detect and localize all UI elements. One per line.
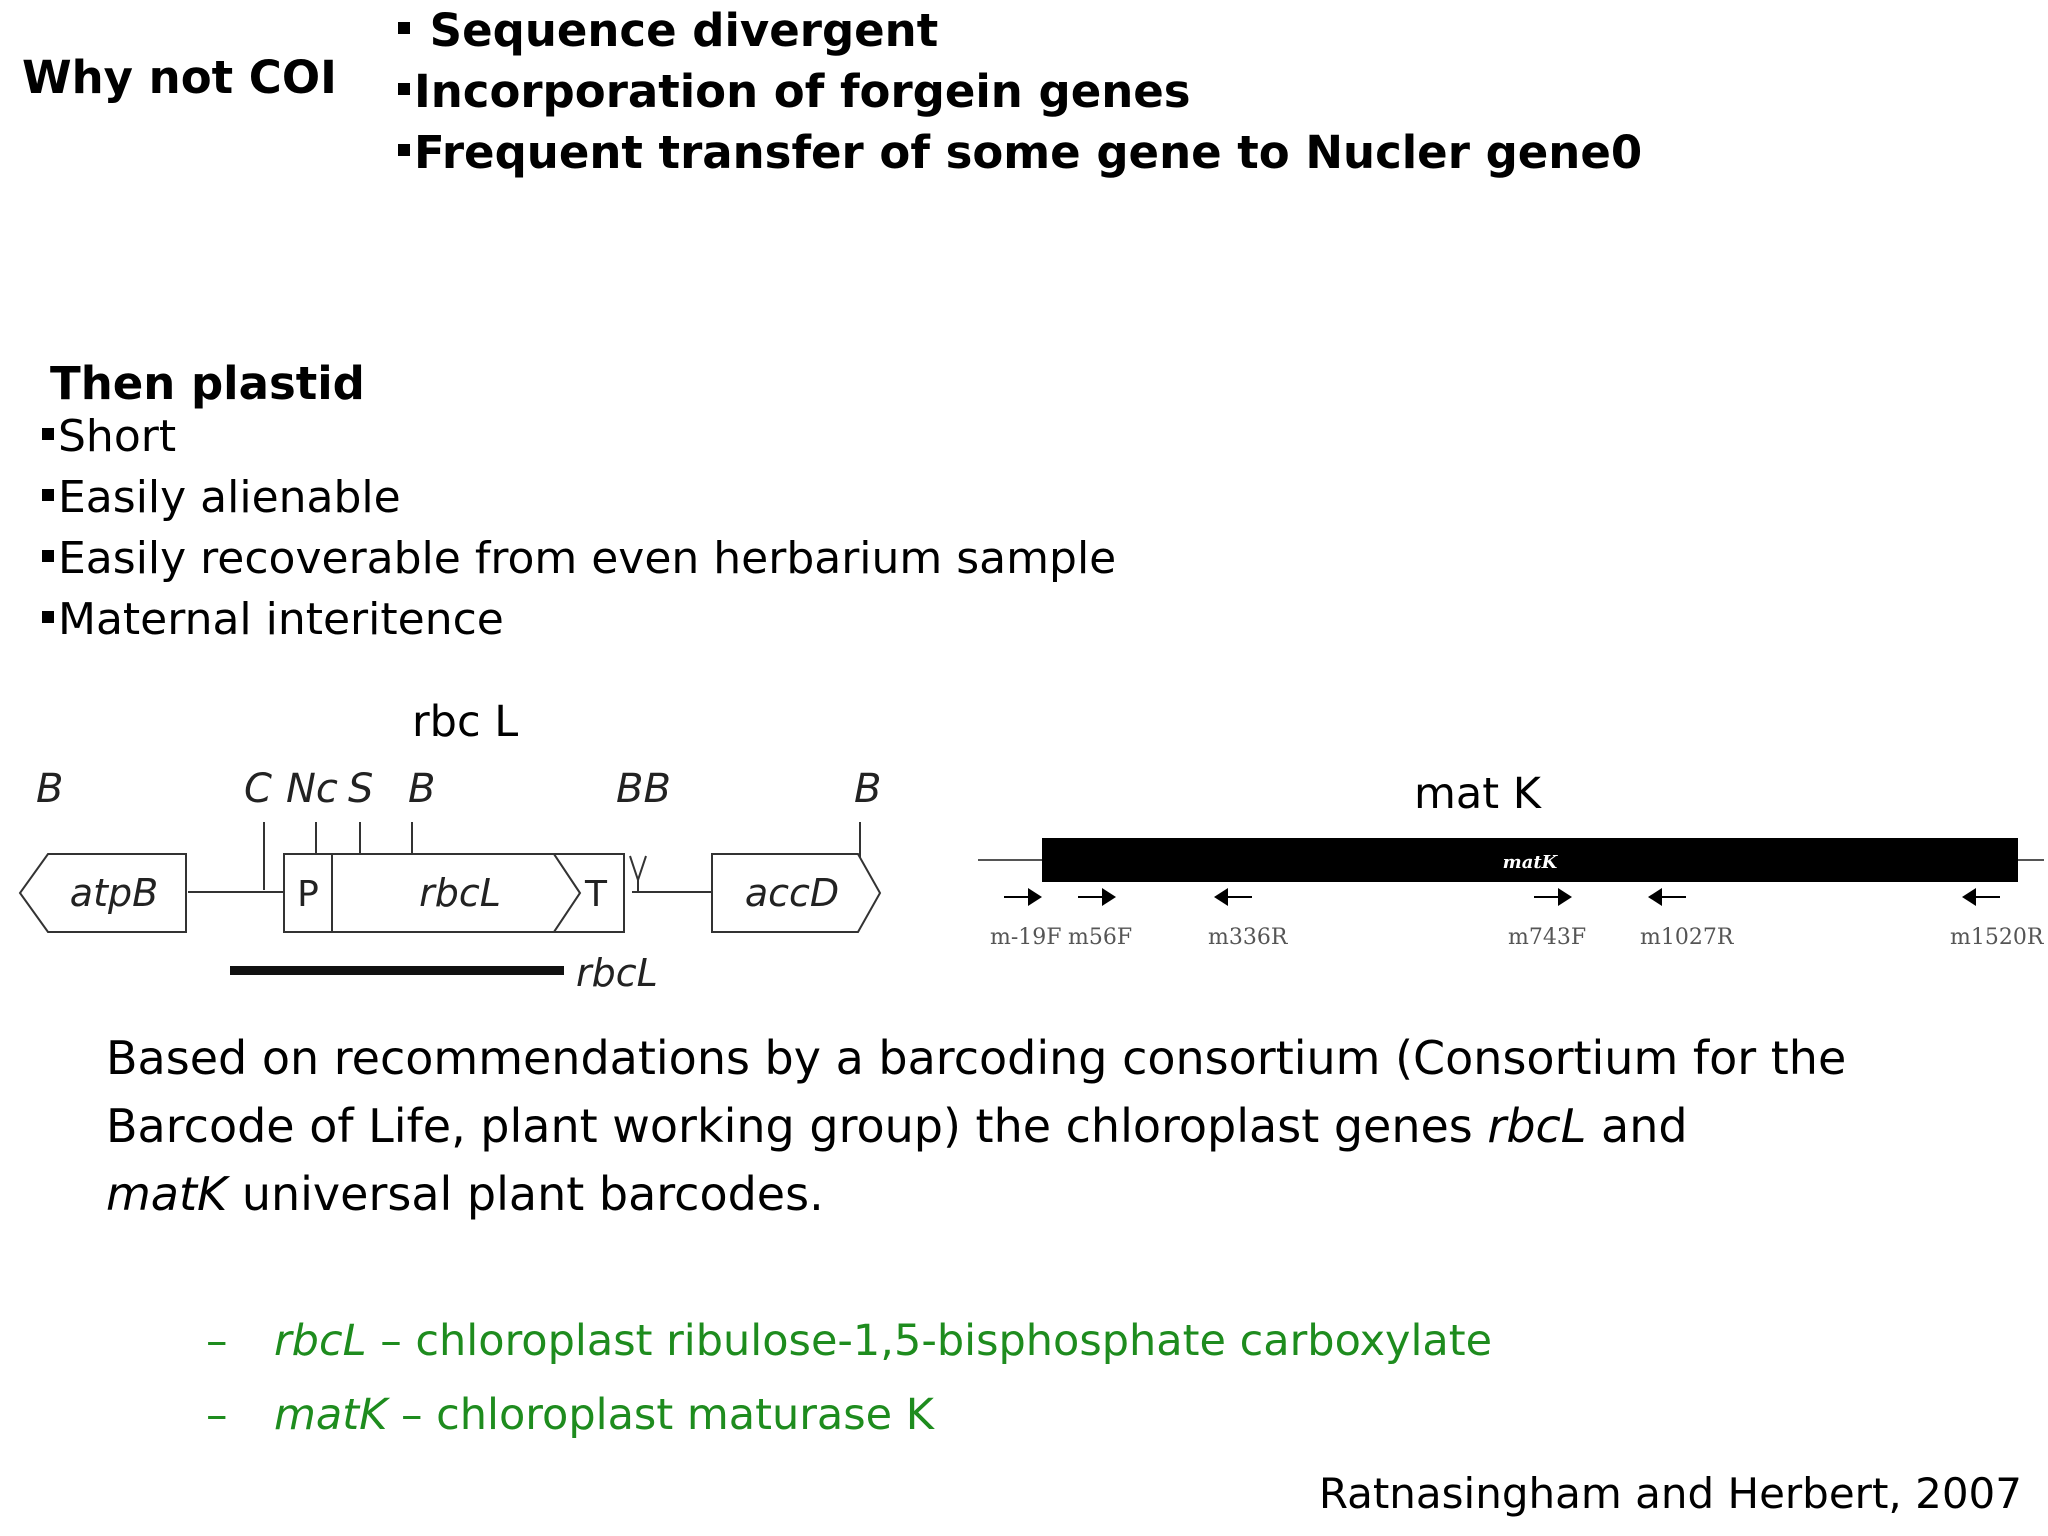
reasons-list: Sequence divergent Incorporation of forg… [398, 0, 1642, 183]
primer-label: m1520R [1950, 925, 2045, 950]
primer-forward-arrow-icon [1534, 888, 1572, 906]
square-bullet-icon [42, 550, 54, 562]
gene-label: rbcL [419, 871, 501, 915]
gene-box-p [283, 853, 333, 933]
matk-gene-bar [1042, 838, 2018, 882]
why-not-coi-heading: Why not COI [22, 51, 337, 104]
square-bullet-icon [398, 144, 410, 156]
matk-bar-label: matK [1503, 852, 1559, 873]
square-bullet-icon [398, 83, 410, 95]
site-label: S [348, 766, 373, 812]
plastid-heading: Then plastid [50, 357, 365, 410]
list-item: –matK – chloroplast maturase K [206, 1390, 934, 1440]
matk-primer-map: matK m-19F m56F m336R m743F m1027R m1520… [978, 838, 2045, 950]
recommendation-paragraph: Based on recommendations by a barcoding … [106, 1031, 1847, 1221]
primer-reverse-arrow-icon [1214, 888, 1252, 906]
citation: Ratnasingham and Herbert, 2007 [1318, 1469, 2022, 1518]
gene-label: T [584, 874, 608, 915]
square-bullet-icon [398, 22, 410, 34]
site-label: Nc [286, 766, 338, 812]
primer-label: m56F [1068, 925, 1132, 950]
plastid-list: Short Easily alienable Easily recoverabl… [42, 406, 1116, 650]
matk-caption: mat K [1414, 769, 1541, 819]
site-label: B [408, 766, 435, 812]
primer-reverse-arrow-icon [1648, 888, 1686, 906]
primer-label: m336R [1208, 925, 1289, 950]
gene-box-accd [711, 853, 882, 933]
rbcl-gene-map: B C Nc S B BB B atpB P rbcL T accD rbcL [18, 766, 882, 995]
site-label: BB [616, 766, 671, 812]
rbcl-caption: rbc L [412, 697, 519, 747]
gene-name: matK [274, 1390, 388, 1440]
gene-label: P [297, 874, 319, 915]
list-item: Easily recoverable from even herbarium s… [42, 528, 1116, 589]
primer-label: m1027R [1640, 925, 1735, 950]
gene-name: matK [106, 1167, 228, 1221]
gene-box-atpb [18, 853, 187, 933]
gene-name: rbcL [1487, 1099, 1587, 1153]
primer-forward-arrow-icon [1078, 888, 1116, 906]
square-bullet-icon [42, 611, 54, 623]
gene-name: rbcL [274, 1316, 367, 1366]
gene-definition-list: –rbcL – chloroplast ribulose-1,5-bisphos… [206, 1304, 1492, 1452]
site-label: C [244, 766, 272, 812]
list-item: Incorporation of forgein genes [398, 61, 1642, 122]
primer-reverse-arrow-icon [1962, 888, 2000, 906]
rbcl-region-bar [230, 966, 564, 975]
square-bullet-icon [42, 428, 54, 440]
gene-label: atpB [70, 871, 158, 915]
list-item: Short [42, 406, 1116, 467]
list-item: Easily alienable [42, 467, 1116, 528]
list-item: Frequent transfer of some gene to Nucler… [398, 122, 1642, 183]
list-item: Maternal interitence [42, 589, 1116, 650]
square-bullet-icon [42, 489, 54, 501]
rbcl-region-label: rbcL [576, 951, 658, 995]
site-label: B [854, 766, 881, 812]
primer-label: m-19F [990, 925, 1062, 950]
gene-label: accD [745, 871, 839, 915]
site-label: B [36, 766, 63, 812]
list-item: –rbcL – chloroplast ribulose-1,5-bisphos… [206, 1316, 1493, 1366]
primer-forward-arrow-icon [1004, 888, 1042, 906]
gene-box-t [552, 853, 625, 933]
primer-label: m743F [1508, 925, 1586, 950]
list-item: Sequence divergent [398, 0, 1642, 61]
